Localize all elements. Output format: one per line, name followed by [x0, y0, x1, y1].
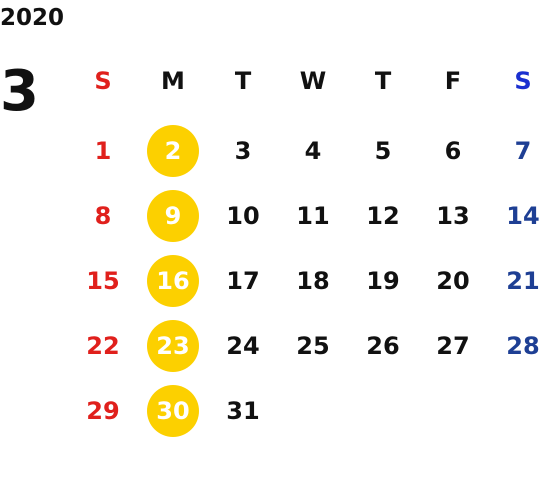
weekday-header: M [161, 67, 185, 95]
calendar-day: 3 [213, 131, 273, 171]
calendar-day-number: 23 [156, 332, 190, 360]
calendar-day: 8 [73, 196, 133, 236]
calendar-year: 2020 [0, 5, 65, 31]
calendar-day-number: 30 [156, 397, 190, 425]
calendar-day-highlighted: 9 [143, 190, 203, 242]
calendar-day-number: 1 [94, 137, 112, 165]
calendar-day: 5 [353, 131, 413, 171]
calendar-day: 14 [493, 196, 548, 236]
calendar-day-number: 26 [366, 332, 400, 360]
calendar-day-number: 13 [436, 202, 470, 230]
calendar-day-number: 14 [506, 202, 540, 230]
calendar-day-number: 16 [156, 267, 190, 295]
calendar-day-number: 12 [366, 202, 400, 230]
calendar-day-number: 15 [86, 267, 120, 295]
calendar-day: 20 [423, 261, 483, 301]
calendar-day-number: 25 [296, 332, 330, 360]
calendar-day-number: 17 [226, 267, 260, 295]
calendar-day: 12 [353, 196, 413, 236]
calendar-day: 26 [353, 326, 413, 366]
calendar-day: 4 [283, 131, 343, 171]
calendar-day-number: 29 [86, 397, 120, 425]
calendar-day-number: 18 [296, 267, 330, 295]
calendar-day: 29 [73, 391, 133, 431]
weekday-header: S [94, 67, 112, 95]
calendar-day: 11 [283, 196, 343, 236]
weekday-header: S [514, 67, 532, 95]
calendar-day-number: 20 [436, 267, 470, 295]
calendar-day-number: 10 [226, 202, 260, 230]
calendar-day-number: 19 [366, 267, 400, 295]
weekday-header: F [444, 67, 462, 95]
calendar-day-number: 6 [444, 137, 462, 165]
calendar-day: 31 [213, 391, 273, 431]
calendar-day-highlighted: 23 [143, 320, 203, 372]
calendar-day: 17 [213, 261, 273, 301]
calendar-day-number: 4 [304, 137, 322, 165]
calendar-day-number: 7 [514, 137, 532, 165]
weekday-header: T [374, 67, 392, 95]
calendar-day: 6 [423, 131, 483, 171]
calendar-day-number: 24 [226, 332, 260, 360]
calendar-day-number: 22 [86, 332, 120, 360]
calendar-day: 18 [283, 261, 343, 301]
calendar-day: 10 [213, 196, 273, 236]
calendar-day-number: 2 [164, 137, 182, 165]
calendar-day-number: 11 [296, 202, 330, 230]
weekday-header: T [234, 67, 252, 95]
calendar-day: 22 [73, 326, 133, 366]
calendar-day-number: 3 [234, 137, 252, 165]
calendar-day-number: 9 [164, 202, 182, 230]
calendar-day: 21 [493, 261, 548, 301]
calendar-day: 19 [353, 261, 413, 301]
calendar-day: 25 [283, 326, 343, 366]
calendar-day-number: 5 [374, 137, 392, 165]
calendar-day: 27 [423, 326, 483, 366]
calendar-day-number: 28 [506, 332, 540, 360]
calendar-day: 28 [493, 326, 548, 366]
calendar-day-highlighted: 30 [143, 385, 203, 437]
weekday-header: W [299, 67, 327, 95]
calendar-day: 24 [213, 326, 273, 366]
calendar-month: 3 [0, 59, 39, 124]
calendar-day: 1 [73, 131, 133, 171]
calendar-day-number: 8 [94, 202, 112, 230]
calendar-day: 7 [493, 131, 548, 171]
calendar-day-number: 21 [506, 267, 540, 295]
calendar-day-highlighted: 2 [143, 125, 203, 177]
calendar-day-number: 31 [226, 397, 260, 425]
calendar-day: 13 [423, 196, 483, 236]
calendar-day-highlighted: 16 [143, 255, 203, 307]
calendar-day: 15 [73, 261, 133, 301]
calendar-day-number: 27 [436, 332, 470, 360]
